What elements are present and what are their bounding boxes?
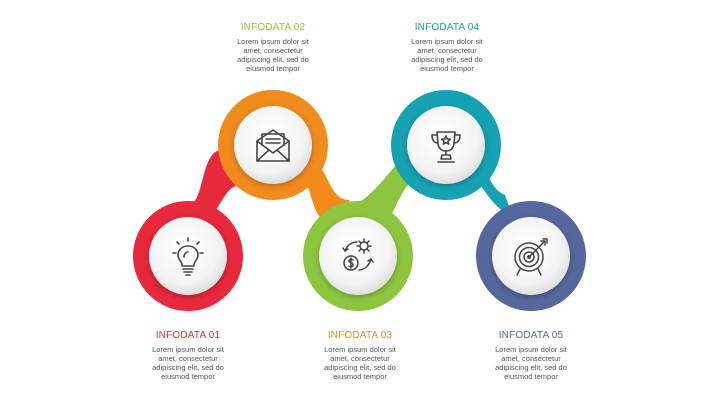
envelope-icon: [250, 122, 296, 168]
step-label-4: INFODATA 04 Lorem ipsum dolor sit amet, …: [372, 22, 522, 73]
step-text-line: Lorem ipsum dolor sit: [324, 345, 396, 354]
step-text-line: adipiscing elit, sed do: [152, 363, 224, 372]
step-text-line: adipiscing elit, sed do: [237, 55, 309, 64]
step-text-line: eiusmod tempor: [504, 372, 558, 381]
step-text-line: amet, consectetur: [417, 46, 477, 55]
disk-step-3: [319, 217, 397, 295]
step-text-line: adipiscing elit, sed do: [324, 363, 396, 372]
step-text-line: amet, consectetur: [501, 354, 561, 363]
disk-step-1: [149, 217, 227, 295]
disk-step-4: [407, 106, 485, 184]
step-text-line: eiusmod tempor: [161, 372, 215, 381]
step-text-line: eiusmod tempor: [246, 64, 300, 73]
step-text-line: Lorem ipsum dolor sit: [495, 345, 567, 354]
step-label-1: INFODATA 01 Lorem ipsum dolor sit amet, …: [113, 330, 263, 381]
step-text-line: eiusmod tempor: [420, 64, 474, 73]
step-title: INFODATA 03: [327, 330, 393, 341]
trophy-icon: [423, 122, 469, 168]
step-text-line: Lorem ipsum dolor sit: [152, 345, 224, 354]
step-text-line: amet, consectetur: [243, 46, 303, 55]
step-text-line: Lorem ipsum dolor sit: [411, 37, 483, 46]
step-text-line: adipiscing elit, sed do: [411, 55, 483, 64]
step-title: INFODATA 05: [498, 330, 564, 341]
step-title: INFODATA 01: [155, 330, 221, 341]
step-text-line: Lorem ipsum dolor sit: [237, 37, 309, 46]
step-text-line: amet, consectetur: [330, 354, 390, 363]
disk-step-2: [234, 106, 312, 184]
step-title: INFODATA 02: [240, 22, 306, 33]
step-text-line: adipiscing elit, sed do: [495, 363, 567, 372]
step-title: INFODATA 04: [414, 22, 480, 33]
lightbulb-icon: [165, 233, 211, 279]
step-label-3: INFODATA 03 Lorem ipsum dolor sit amet, …: [285, 330, 435, 381]
step-label-5: INFODATA 05 Lorem ipsum dolor sit amet, …: [456, 330, 606, 381]
step-text-line: eiusmod tempor: [333, 372, 387, 381]
step-text-line: amet, consectetur: [158, 354, 218, 363]
step-label-2: INFODATA 02 Lorem ipsum dolor sit amet, …: [198, 22, 348, 73]
target-icon: [508, 233, 554, 279]
money-cycle-icon: [335, 233, 381, 279]
